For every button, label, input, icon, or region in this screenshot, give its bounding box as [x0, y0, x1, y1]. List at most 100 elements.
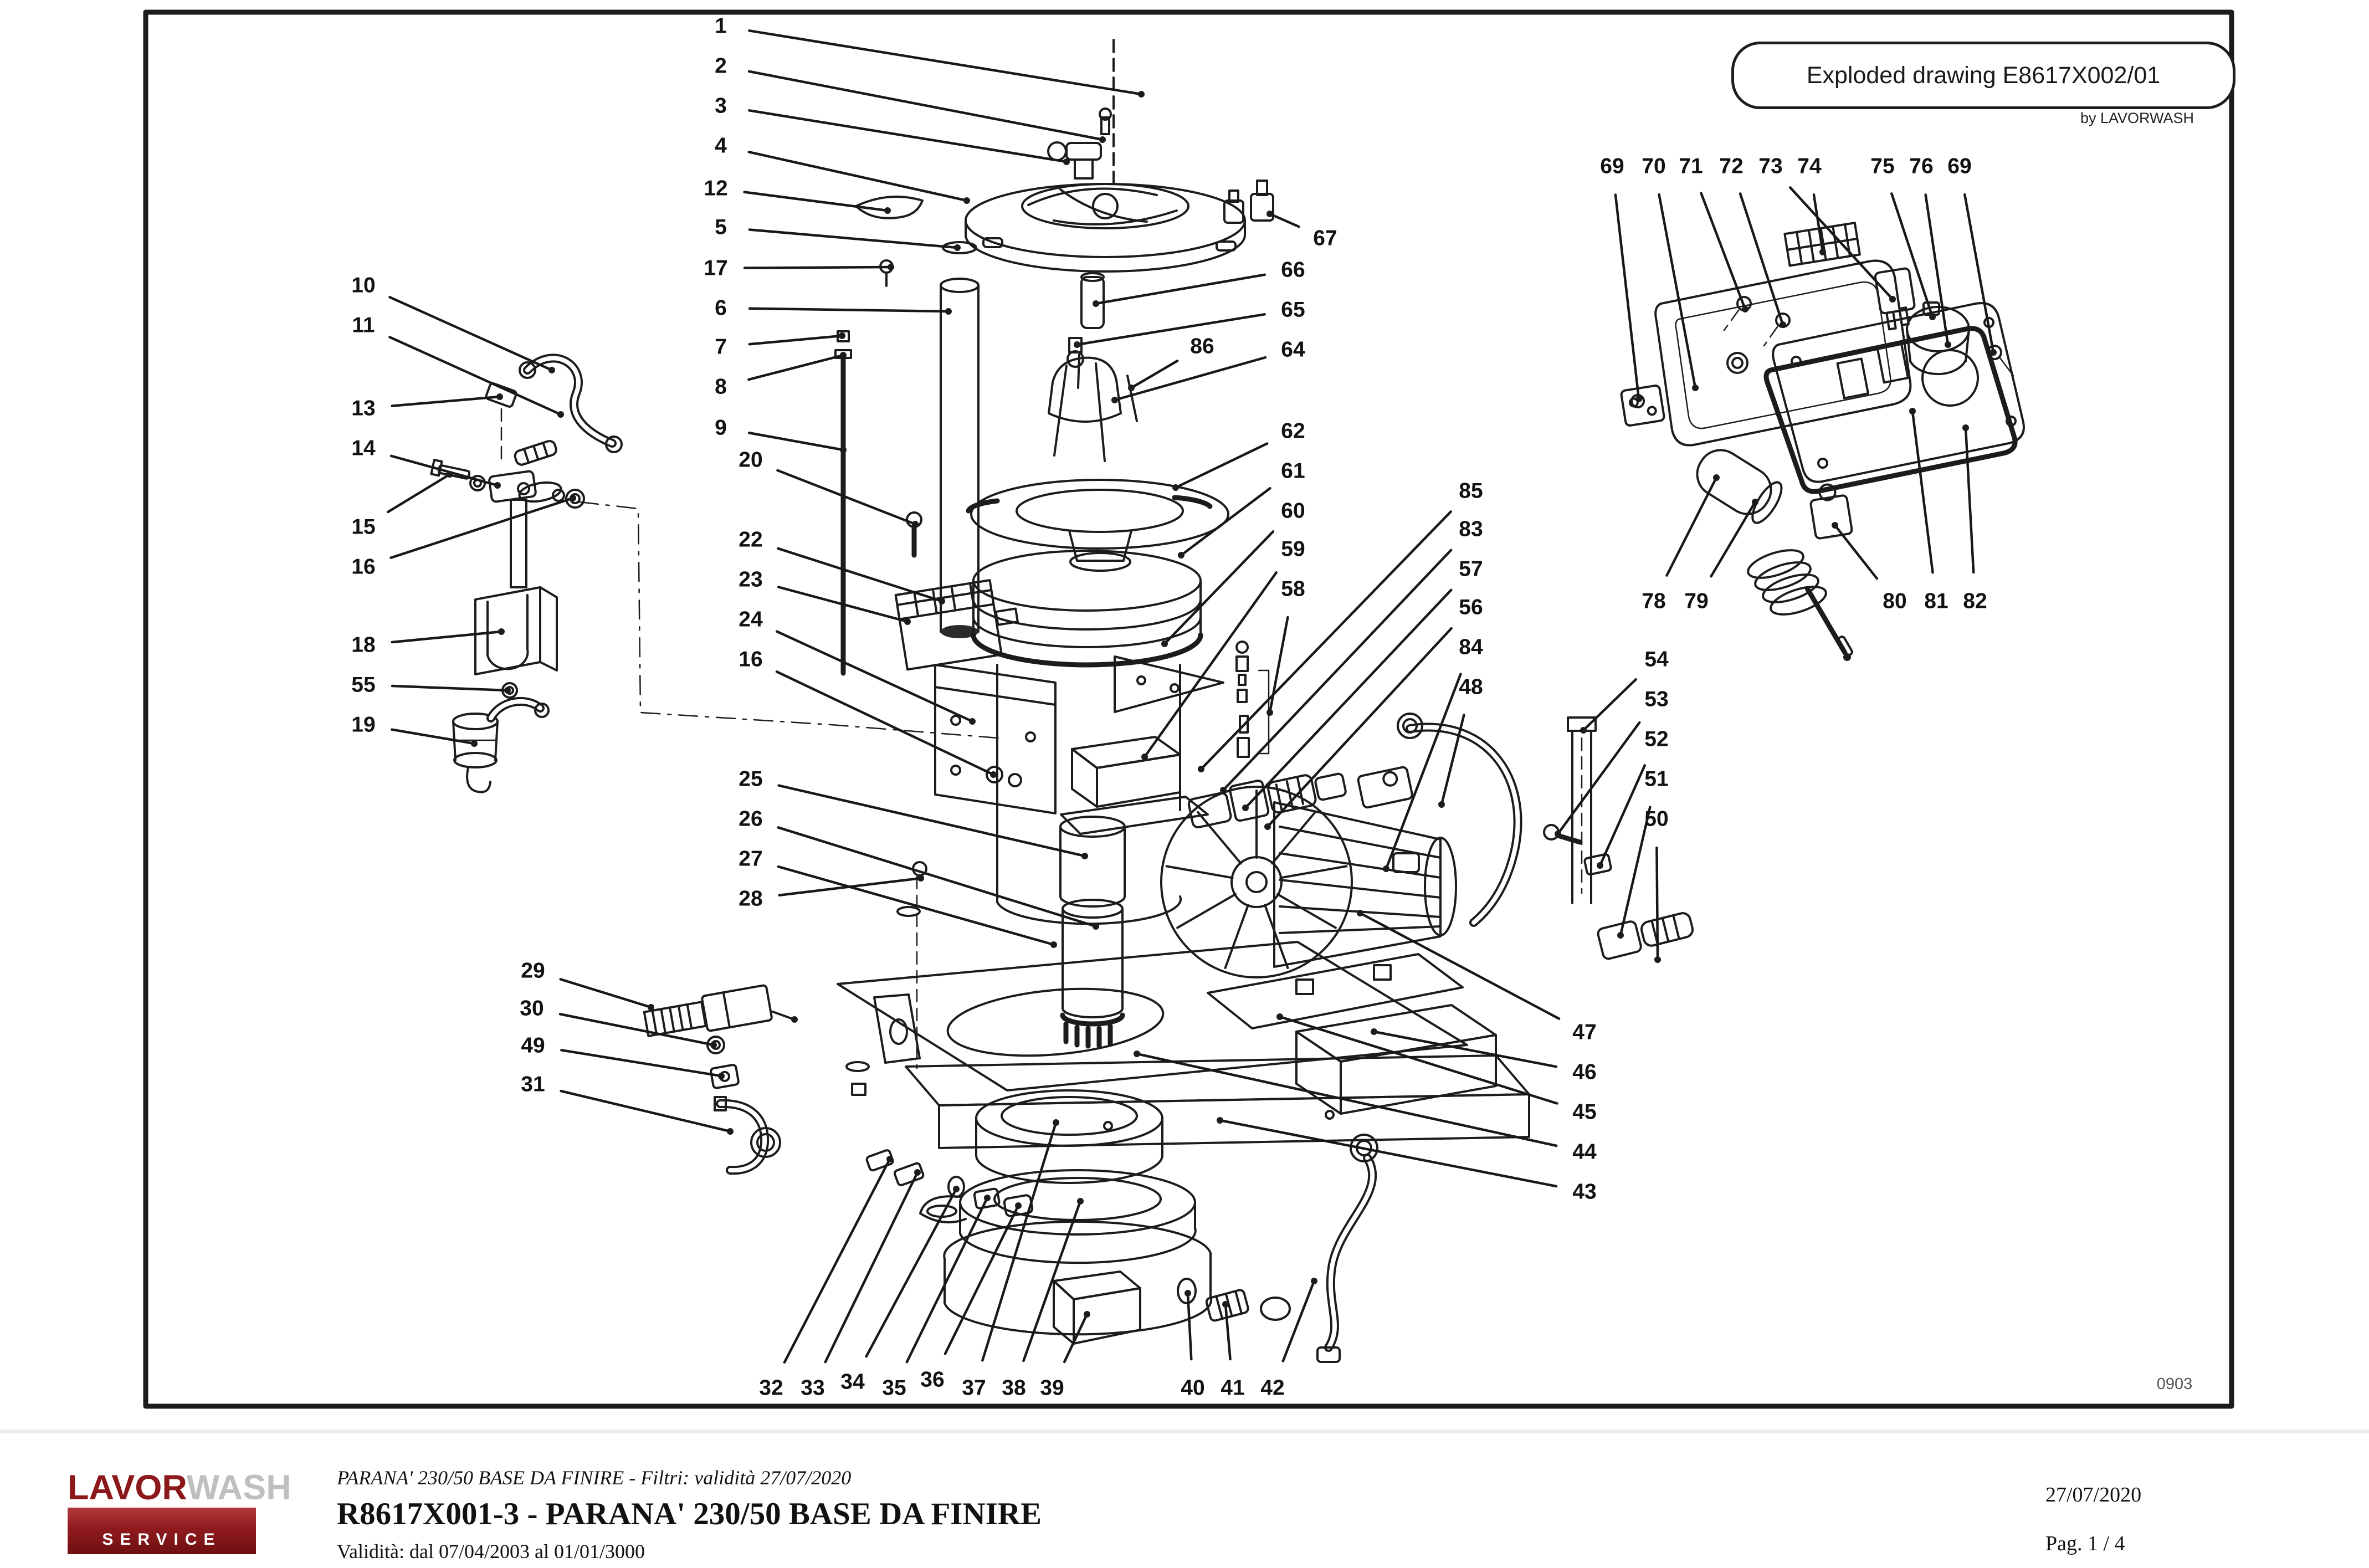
float-cup-group	[1059, 816, 1126, 1049]
part-number-label: 30	[520, 997, 543, 1021]
drain-hose	[1316, 1134, 1378, 1363]
part-number-label: 53	[1644, 688, 1668, 711]
leader-line	[747, 151, 968, 202]
fan-spoke	[1027, 187, 1158, 206]
leader-dot	[1962, 424, 1969, 431]
part-number-label: 85	[1459, 479, 1483, 503]
part-number-label: 10	[351, 274, 375, 298]
leader-line	[777, 865, 1055, 946]
leader-dot	[884, 207, 891, 214]
leader-dot	[945, 308, 952, 315]
leader-dot	[1178, 552, 1184, 558]
leader-dot	[498, 628, 505, 635]
leader-line	[1665, 476, 1718, 577]
drawing-code: 0903	[2156, 1375, 2193, 1393]
part-number-label: 69	[1947, 155, 1971, 178]
leader-line	[1658, 193, 1697, 390]
leader-dot	[1099, 136, 1106, 143]
sensor-rod	[834, 330, 852, 676]
leader-line	[1582, 678, 1637, 732]
leader-line	[1358, 911, 1561, 1020]
leader-line	[559, 978, 653, 1009]
title-box: Exploded drawing E8617X002/01	[1731, 42, 2235, 109]
leader-line	[1963, 193, 1995, 354]
part-number-label: 34	[840, 1370, 865, 1394]
leader-dot	[1266, 211, 1273, 217]
leader-dot	[1063, 158, 1070, 165]
part-number-label: 72	[1719, 155, 1743, 178]
leader-line	[775, 630, 974, 723]
footer-right-block: 27/07/2020 Pag. 1 / 4	[2045, 1470, 2141, 1568]
leader-dot	[1617, 932, 1624, 939]
logo-wash-text: WASH	[186, 1468, 291, 1507]
part-number-label: 2	[715, 54, 727, 78]
leader-line	[558, 1013, 715, 1047]
leader-dot	[917, 875, 924, 882]
leader-line	[777, 784, 1086, 858]
part-number-label: 16	[351, 555, 375, 579]
part-number-label: 50	[1644, 807, 1668, 831]
mounting-bracket	[934, 655, 1224, 814]
part-number-label: 49	[521, 1034, 545, 1058]
leader-line	[1964, 426, 1975, 574]
leader-dot	[1242, 805, 1249, 811]
leader-line	[1224, 1303, 1232, 1361]
leader-line	[747, 353, 845, 381]
leader-dot	[1093, 923, 1099, 930]
leader-line	[1094, 273, 1266, 305]
leader-line	[1281, 1279, 1316, 1362]
part-number-label: 43	[1572, 1180, 1596, 1204]
part-number-label: 48	[1459, 675, 1483, 699]
part-number-label: 65	[1281, 298, 1305, 322]
part-number-label: 80	[1883, 590, 1906, 613]
leader-line	[1598, 764, 1647, 867]
capillary-coil	[1747, 549, 1853, 661]
panel-cover	[1654, 259, 1912, 447]
leader-dot	[1357, 910, 1363, 916]
leader-dot	[1580, 727, 1587, 734]
leader-dot	[727, 1128, 734, 1135]
part-number-label: 12	[704, 177, 727, 201]
leader-line	[1710, 500, 1757, 578]
leader-dot	[1198, 766, 1204, 772]
part-number-label: 29	[521, 959, 545, 983]
part-number-label: 73	[1758, 155, 1782, 178]
logo-wordmark: LAVORWASH	[68, 1468, 291, 1507]
part-number-label: 16	[739, 648, 762, 672]
leader-dot	[1217, 1117, 1223, 1124]
leader-dot	[1074, 341, 1080, 348]
leader-dot	[914, 1169, 921, 1176]
part-number-label: 82	[1963, 590, 1987, 613]
part-number-label: 46	[1572, 1060, 1596, 1084]
leader-line	[1266, 627, 1453, 828]
part-number-label: 19	[351, 713, 375, 737]
part-number-label: 54	[1644, 648, 1669, 672]
leader-dot	[648, 1004, 654, 1011]
leader-line	[743, 191, 889, 212]
leader-dot	[1222, 1301, 1229, 1308]
leader-line	[1222, 549, 1453, 792]
part-number-label: 44	[1572, 1140, 1597, 1164]
part-number-label: 13	[351, 397, 375, 421]
leader-dot	[718, 1073, 725, 1079]
leader-dot	[1220, 787, 1227, 793]
part-number-label: 86	[1190, 335, 1214, 358]
leader-line	[387, 473, 452, 514]
part-number-label: 47	[1572, 1021, 1596, 1044]
right-fittings	[1543, 824, 1694, 960]
part-number-label: 81	[1924, 590, 1948, 613]
leader-line	[1655, 846, 1659, 961]
part-number-label: 45	[1572, 1100, 1596, 1124]
part-number-label: 14	[351, 437, 376, 460]
logo-lavor-text: LAVOR	[68, 1468, 187, 1507]
base-plate	[837, 941, 1468, 1092]
leader-line	[1199, 510, 1453, 771]
leader-line	[1143, 571, 1278, 759]
leader-dot	[557, 411, 564, 418]
part-number-label: 11	[352, 314, 375, 337]
part-number-label: 15	[351, 515, 375, 539]
leader-line	[1180, 487, 1271, 557]
lavorwash-logo: LAVORWASH SERVICE	[68, 1468, 291, 1554]
